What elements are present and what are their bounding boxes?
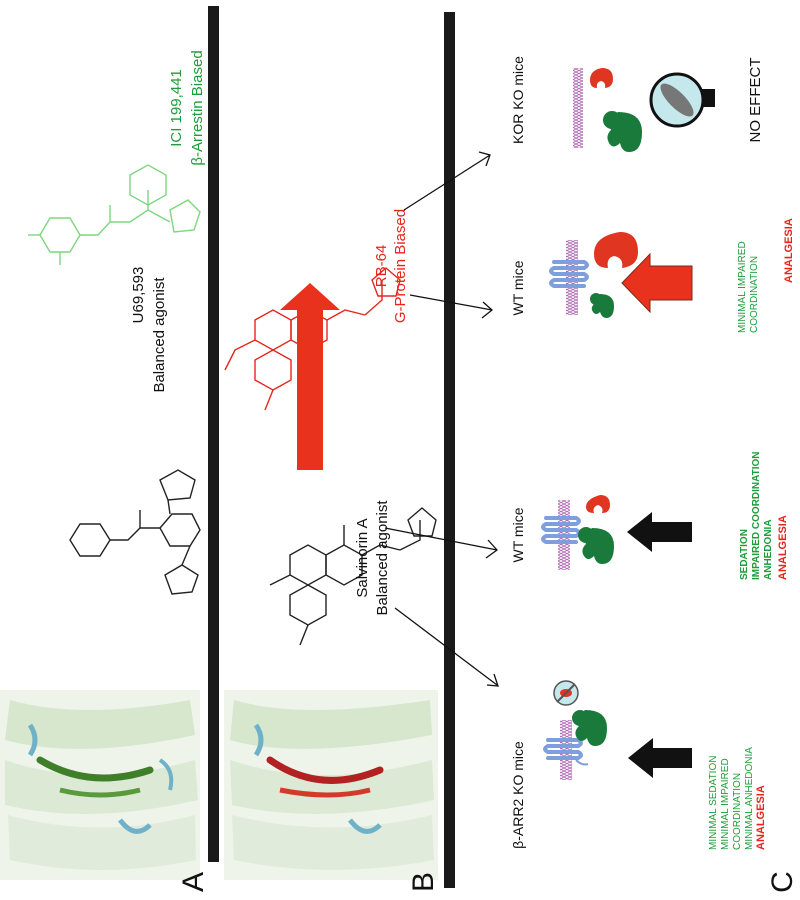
membrane xyxy=(573,68,583,148)
u69593-name: U69,593 xyxy=(130,267,147,324)
rb64-structure xyxy=(224,267,401,411)
ici-role: β-Arrestin Biased xyxy=(189,50,206,165)
barr2-effect-2: MINIMAL IMPAIRED xyxy=(720,758,731,850)
kor-ko-outcome: NO EFFECT xyxy=(747,58,764,143)
barr2-effect-4: MINIMAL ANHEDONIA xyxy=(744,747,755,850)
g-protein-icon xyxy=(590,68,613,88)
wt-rb64-effect-1: MINIMAL IMPAIRED xyxy=(737,241,748,333)
arrestin-icon xyxy=(603,111,642,152)
kor-ko-group: KOR KO mice NO EFFECT xyxy=(510,56,764,152)
panel-label-c: C xyxy=(766,871,799,893)
rb64-role: G-Protein Biased xyxy=(392,209,409,323)
arrestin-icon xyxy=(578,527,614,564)
wt-salvinorin-effect-3: ANHEDONIA xyxy=(763,519,774,580)
effect-arrow xyxy=(621,252,693,314)
barr2-effect-3: COORDINATION xyxy=(732,773,743,850)
panel-a-protein xyxy=(0,690,200,880)
wt-rb64-group: WT mice MINIMAL IMPAIRED COORDINATION AN… xyxy=(510,218,795,333)
barr2-effect-1: MINIMAL SEDATION xyxy=(708,756,719,850)
g-protein-icon xyxy=(594,232,638,268)
wt-salvinorin-effect-2: IMPAIRED COORDINATION xyxy=(751,451,762,580)
ici-name: ICI 199,441 xyxy=(168,69,185,147)
wt-salvinorin-analgesia: ANALGESIA xyxy=(777,515,789,580)
rb64-name: RB-64 xyxy=(373,245,390,288)
barr2-ko-group: β-ARR2 KO mice MINIMAL SEDATION MINIMAL … xyxy=(510,680,767,850)
barr2-analgesia: ANALGESIA xyxy=(755,785,767,850)
wt-rb64-analgesia: ANALGESIA xyxy=(783,218,795,283)
panel-label-a: A xyxy=(177,872,210,892)
u69593-role: Balanced agonist xyxy=(151,277,168,393)
wt-salvinorin-effect-1: SEDATION xyxy=(739,529,750,580)
arrestin-icon xyxy=(572,710,607,746)
receptor-icon xyxy=(541,516,581,544)
u69593-structure xyxy=(69,469,201,595)
salvinorin-name: Salvinorin A xyxy=(354,518,371,597)
wt-salvinorin-title: WT mice xyxy=(510,507,526,562)
link-arrows xyxy=(384,151,499,687)
no-g-protein-icon xyxy=(553,680,579,706)
salvinorin-structure xyxy=(269,507,437,646)
divider-bc xyxy=(444,12,455,888)
effect-arrow xyxy=(627,512,692,552)
wt-rb64-title: WT mice xyxy=(510,260,526,315)
divider-ab xyxy=(208,6,219,862)
g-protein-icon xyxy=(586,495,610,513)
barr2-ko-title: β-ARR2 KO mice xyxy=(510,741,526,849)
ici-structure xyxy=(28,164,201,265)
kor-ko-title: KOR KO mice xyxy=(510,56,526,144)
receptor-icon xyxy=(549,260,589,288)
arrestin-icon xyxy=(590,293,614,318)
receptor-icon xyxy=(543,738,589,766)
membrane xyxy=(566,240,578,315)
panel-label-b: B xyxy=(407,872,440,892)
effect-arrow xyxy=(628,738,692,778)
modification-arrow xyxy=(280,283,340,470)
no-effect-icon xyxy=(649,72,715,128)
panel-b-protein xyxy=(224,690,438,880)
salvinorin-role: Balanced agonist xyxy=(374,500,391,616)
wt-rb64-effect-2: COORDINATION xyxy=(749,256,760,333)
wt-salvinorin-group: WT mice SEDATION IMPAIRED COORDINATION A… xyxy=(510,451,789,580)
